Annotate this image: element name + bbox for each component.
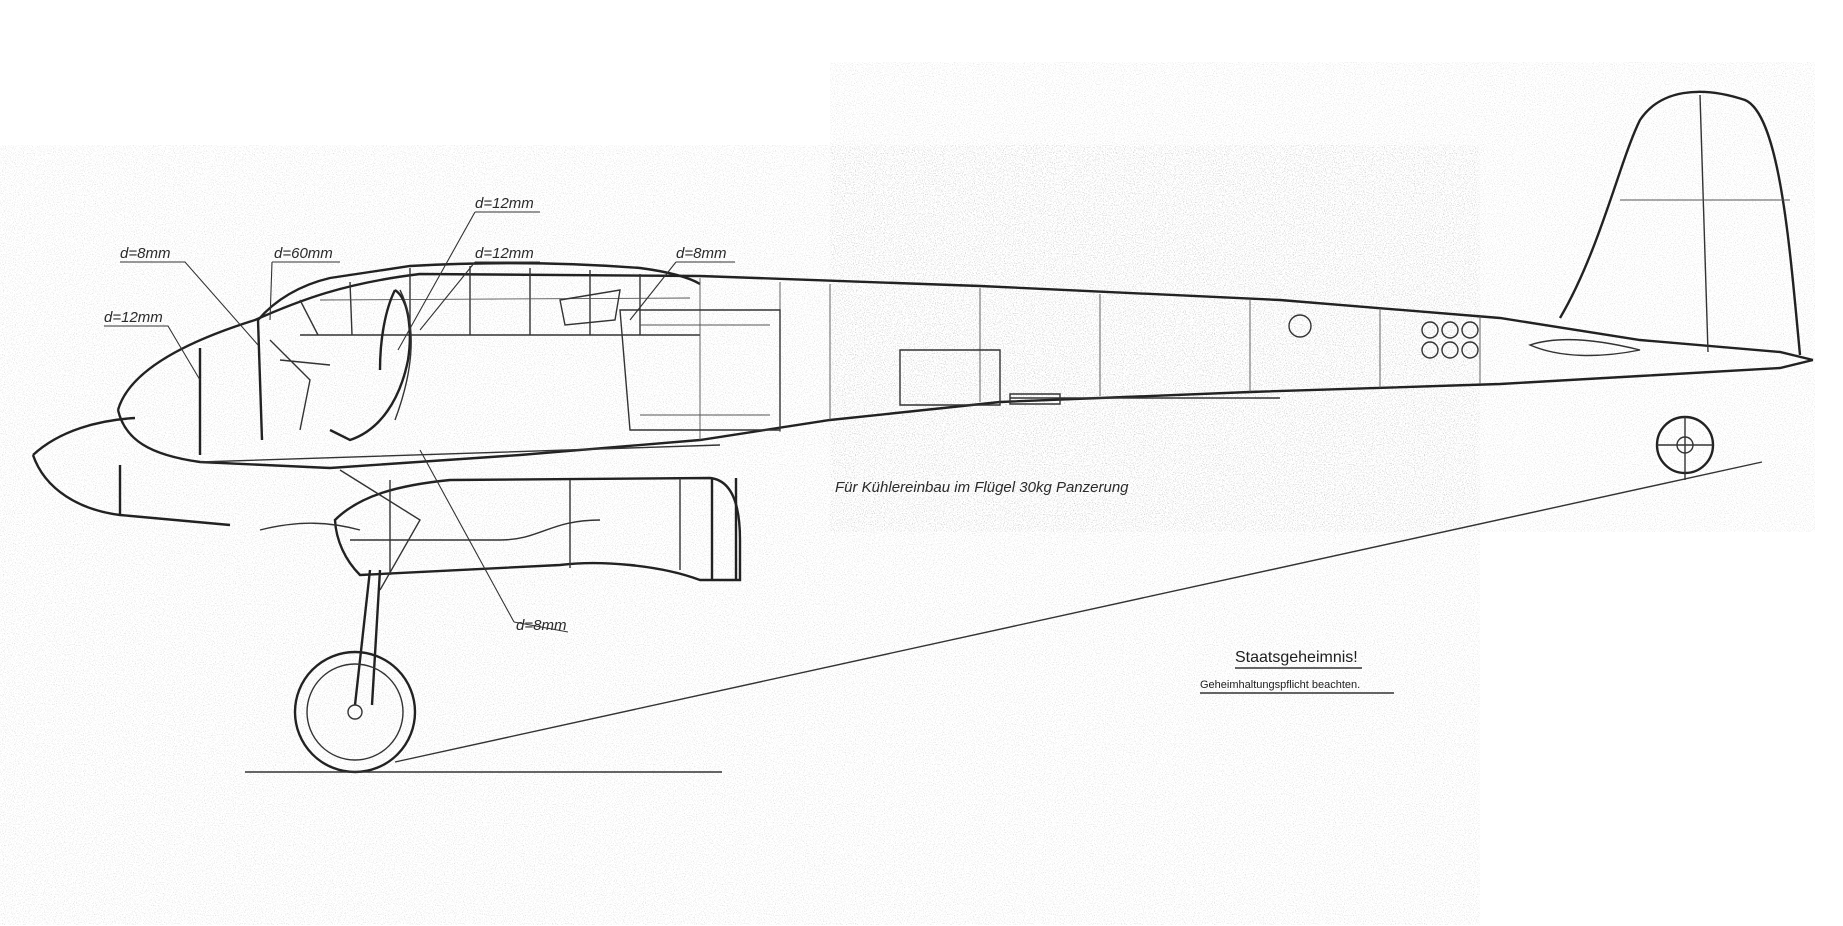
engine-nacelle [333, 476, 742, 582]
stamp-title: Staatsgeheimnis! [1235, 649, 1358, 666]
rear-gun [1009, 393, 1280, 405]
tail-wheel [1655, 415, 1715, 480]
armor-label-d12-mid: d=12mm [475, 245, 534, 262]
armor-label-d12-top: d=12mm [475, 195, 534, 212]
armor-callouts: d=8mm d=12mm d=60mm d=12mm d=12mm d=8mm … [104, 195, 735, 634]
armor-label-d60: d=60mm [274, 245, 333, 262]
canopy-outline [257, 262, 701, 321]
armor-label-d8-nose: d=8mm [120, 245, 170, 262]
roundel-marks [1421, 321, 1479, 359]
secrecy-stamp: Staatsgeheimnis! Geheimhaltungspflicht b… [1200, 649, 1394, 694]
nose-lower-fairing [31, 416, 231, 527]
pilot-seat-armor [329, 289, 411, 442]
vertical-tail [1558, 90, 1802, 356]
armor-label-d12-nose: d=12mm [104, 309, 163, 326]
armor-label-d8-bottom: d=8mm [516, 617, 566, 634]
armor-label-d8-top: d=8mm [676, 245, 726, 262]
stamp-subtitle: Geheimhaltungspflicht beachten. [1200, 679, 1360, 691]
fuselage-top-outline [116, 272, 1814, 411]
aircraft-profile [31, 90, 1814, 774]
ground-angle-line [394, 461, 1763, 763]
armor-note: Für Kühlereinbau im Flügel 30kg Panzerun… [835, 479, 1129, 496]
fuselage-bottom-outline [116, 358, 1814, 470]
